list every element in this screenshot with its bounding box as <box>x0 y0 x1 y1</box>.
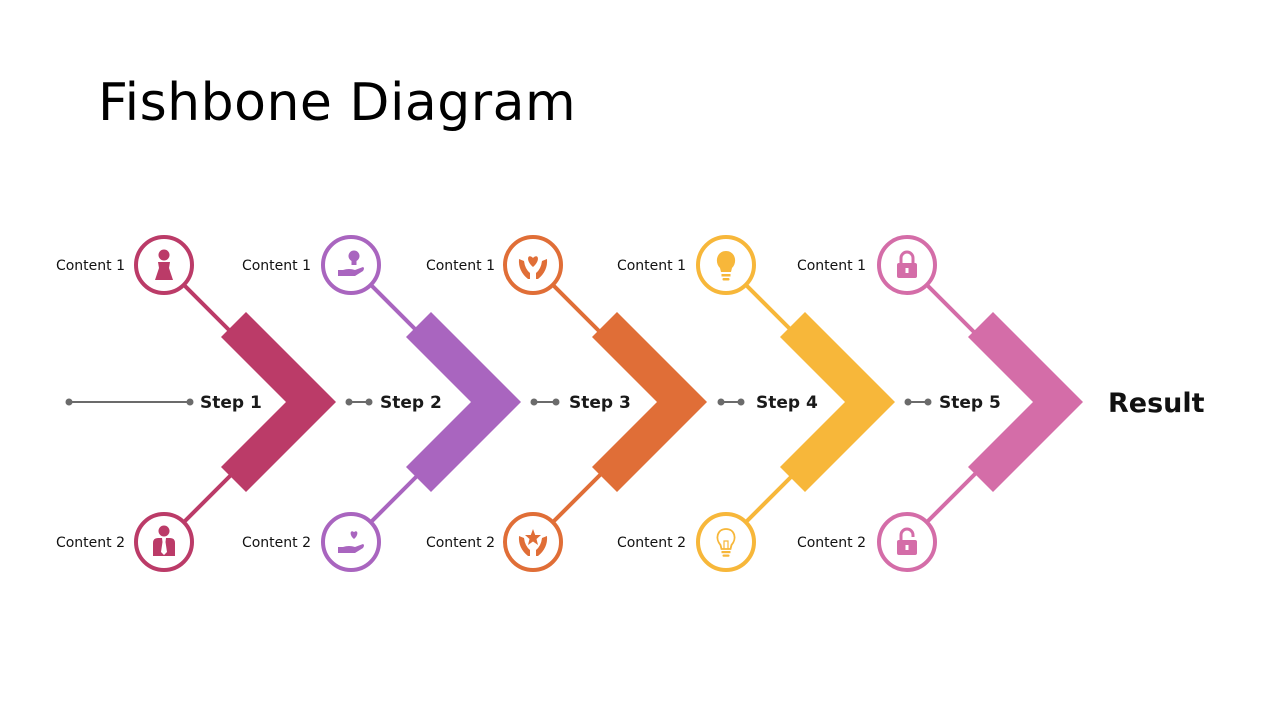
content-label: Content 2 <box>617 535 686 551</box>
step-connector <box>345 398 373 406</box>
content-node <box>503 235 563 295</box>
content-node <box>321 235 381 295</box>
step-chevron <box>221 312 336 492</box>
content-label: Content 2 <box>426 535 495 551</box>
step-label: Step 2 <box>380 393 442 413</box>
result-label: Result <box>1108 388 1205 419</box>
content-node <box>134 235 194 295</box>
content-node <box>696 512 756 572</box>
step-chevron <box>968 312 1083 492</box>
lock-open-icon <box>897 527 917 555</box>
content-label: Content 2 <box>56 535 125 551</box>
content-label: Content 1 <box>426 258 495 274</box>
content-node <box>877 512 937 572</box>
step-connector <box>717 398 745 406</box>
lock-closed-icon <box>897 250 917 278</box>
lightbulb-icon <box>716 251 736 281</box>
content-label: Content 1 <box>797 258 866 274</box>
lightbulb-outline-icon <box>716 528 736 557</box>
step-label: Step 4 <box>756 393 818 413</box>
step-label: Step 5 <box>939 393 1001 413</box>
step-connector <box>530 398 560 406</box>
man-icon <box>153 525 175 556</box>
woman-icon <box>155 249 173 280</box>
step-chevron <box>592 312 707 492</box>
content-label: Content 2 <box>797 535 866 551</box>
step-chevron <box>406 312 521 492</box>
hand-heart-icon <box>338 531 364 553</box>
hands-heart-icon <box>518 256 548 279</box>
content-node <box>134 512 194 572</box>
content-node <box>877 235 937 295</box>
content-label: Content 1 <box>242 258 311 274</box>
content-node <box>503 512 563 572</box>
step-connector <box>904 398 932 406</box>
content-label: Content 1 <box>617 258 686 274</box>
hand-bulb-icon <box>338 250 364 276</box>
content-node <box>696 235 756 295</box>
step-label: Step 3 <box>569 393 631 413</box>
step-connector <box>65 398 194 406</box>
step-label: Step 1 <box>200 393 262 413</box>
page-title: Fishbone Diagram <box>98 73 577 133</box>
step-chevron <box>780 312 895 492</box>
content-node <box>321 512 381 572</box>
hands-star-icon <box>518 529 548 556</box>
content-label: Content 1 <box>56 258 125 274</box>
content-label: Content 2 <box>242 535 311 551</box>
